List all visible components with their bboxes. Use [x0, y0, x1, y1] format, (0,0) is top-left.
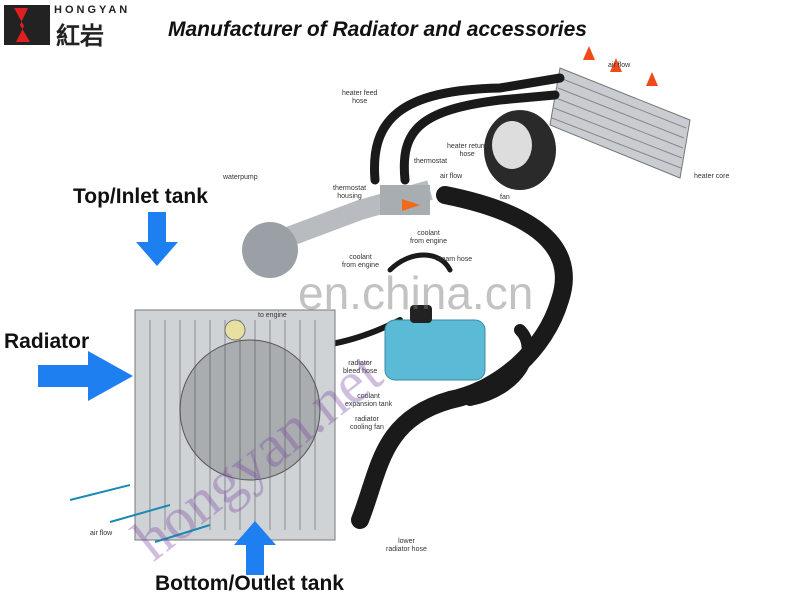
label-air-flow-bottom: air flow: [90, 530, 113, 537]
label-heater-core: heater core: [694, 173, 730, 180]
label-thermostat: thermostat: [414, 158, 448, 165]
label-waterpump: waterpump: [223, 174, 258, 181]
label-lower-radiator-hose: lower radiator hose: [386, 538, 427, 553]
expansion-tank: [384, 319, 486, 381]
logo-mark: [4, 5, 50, 45]
hoses: [247, 73, 573, 529]
label-radiator-cooling-fan: radiator cooling fan: [350, 416, 384, 431]
label-radiator-bleed-hose: radiator bleed hose: [343, 360, 378, 375]
callout-top-tank: Top/Inlet tank: [73, 185, 208, 208]
callout-arrows: [38, 212, 276, 575]
label-to-engine: to engine: [258, 312, 287, 319]
label-coolant-from-engine-2: coolant from engine: [342, 254, 379, 269]
page-title: Manufacturer of Radiator and accessories: [168, 18, 587, 41]
heater-core: [549, 67, 691, 179]
label-steam-hose: steam hose: [436, 256, 473, 263]
label-thermostat-housing: thermostat housing: [333, 185, 367, 200]
logo-chinese: 紅岩: [56, 23, 104, 50]
hot-air-arrows: [583, 46, 658, 86]
radiator-arrow: [38, 351, 133, 401]
label-fan: fan: [500, 194, 510, 201]
watermark-site: en.china.cn: [298, 267, 534, 319]
callout-radiator: Radiator: [4, 330, 90, 353]
callout-bottom-tank: Bottom/Outlet tank: [155, 572, 344, 595]
label-heater-return-hose: heater return hose: [447, 143, 488, 158]
bottom-tank-arrow: [234, 521, 276, 575]
radiator: [134, 309, 336, 541]
top-tank-arrow: [136, 212, 178, 266]
label-air-flow-fan: air flow: [440, 173, 463, 180]
label-air-flow-top: air flow: [608, 62, 631, 69]
label-coolant-expansion-tank: coolant expansion tank: [345, 393, 393, 408]
air-flow-arrows: [69, 484, 211, 543]
water-pump: [242, 222, 298, 278]
radiator-cap: [224, 319, 246, 341]
label-coolant-from-engine: coolant from engine: [410, 230, 447, 245]
label-heater-feed-hose: heater feed hose: [342, 90, 378, 105]
logo-latin: HONGYAN: [54, 4, 131, 16]
cooling-fan: [179, 339, 321, 481]
